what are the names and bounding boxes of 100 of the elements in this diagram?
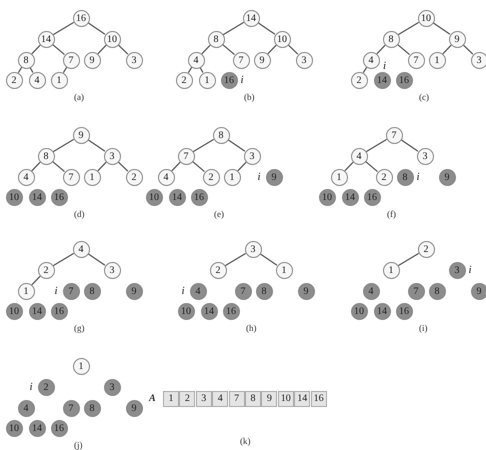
heap-node-circle: 8 xyxy=(212,126,230,144)
heap-node-circle: 7 xyxy=(62,168,80,186)
heap-node-circle: 2 xyxy=(418,240,434,258)
sorted-node-circle: 3 xyxy=(448,262,466,278)
heap-node-circle: 8 xyxy=(18,52,34,68)
index-marker: i xyxy=(30,381,33,393)
sorted-node-circle: 4 xyxy=(18,400,34,416)
tree-edge xyxy=(237,162,247,172)
sorted-node-circle: 10 xyxy=(6,420,22,436)
sorted-node-circle: 9 xyxy=(438,168,456,186)
sorted-node-circle: 14 xyxy=(28,420,46,436)
heap-node-circle: 2 xyxy=(202,168,220,186)
heap-node-circle: 10 xyxy=(104,30,120,48)
tree-edge xyxy=(398,22,420,36)
heap-node-circle: 3 xyxy=(470,52,486,68)
array-cell: 9 xyxy=(261,391,278,407)
heap-node-circle: 1 xyxy=(198,72,216,88)
heap-node-circle: 3 xyxy=(416,148,434,164)
tree-edge xyxy=(52,22,74,36)
tree-edge xyxy=(31,44,41,54)
sorted-node-circle: 4 xyxy=(190,282,206,300)
sorted-node-circle: 9 xyxy=(470,282,486,300)
sorted-node-circle: 16 xyxy=(222,302,240,320)
panel-label: (g) xyxy=(74,323,84,334)
array-cell: 1 xyxy=(163,391,179,407)
heap-node-circle: 10 xyxy=(274,30,290,48)
panel-label: (e) xyxy=(214,209,224,220)
sorted-node-circle: 10 xyxy=(318,188,336,206)
tree-edge xyxy=(398,252,420,266)
tree-edge xyxy=(260,253,278,266)
index-marker: i xyxy=(240,74,244,86)
sorted-node-circle: 10 xyxy=(178,302,194,320)
sorted-node-circle: 16 xyxy=(220,72,238,88)
heap-node-circle: 2 xyxy=(350,72,368,88)
tree-edge xyxy=(258,22,276,35)
tree-edge xyxy=(52,252,74,266)
heap-node-circle: 14 xyxy=(242,10,260,26)
heap-node-circle: 9 xyxy=(72,126,90,144)
sorted-node-circle: 8 xyxy=(84,282,100,300)
array-cell: 3 xyxy=(196,391,212,407)
tree-edge xyxy=(397,44,410,55)
array-cell: 14 xyxy=(294,391,310,407)
array-name: A xyxy=(149,393,156,404)
tree-edge xyxy=(88,22,106,35)
heap-node-circle: 4 xyxy=(28,72,46,88)
sorted-node-circle: 10 xyxy=(350,302,368,320)
tree-edge xyxy=(400,139,418,152)
tree-edge xyxy=(267,44,277,54)
index-marker: i xyxy=(468,264,472,276)
panel-label: (i) xyxy=(419,323,428,334)
heap-node-circle: 4 xyxy=(188,52,204,68)
tree-edge xyxy=(222,44,235,55)
panel-label: (d) xyxy=(74,209,84,220)
heap-node-circle: 1 xyxy=(50,72,68,88)
tree-edge xyxy=(222,22,244,36)
heap-node-circle: 1 xyxy=(224,168,240,186)
heap-node-circle: 1 xyxy=(84,168,100,186)
sorted-node-circle: 9 xyxy=(126,400,142,416)
heap-node-circle: 2 xyxy=(176,72,192,88)
heap-node-circle: 4 xyxy=(18,168,34,186)
heap-node-circle: 14 xyxy=(38,30,54,48)
tree-edge xyxy=(224,252,246,266)
heap-node-circle: 10 xyxy=(418,10,434,26)
tree-edge xyxy=(201,44,211,54)
heap-node-circle: 8 xyxy=(38,148,54,164)
sorted-node-circle: 16 xyxy=(190,188,208,206)
heap-node-circle: 3 xyxy=(104,262,120,278)
sorted-node-circle: 14 xyxy=(28,302,46,320)
heap-node-circle: 3 xyxy=(244,148,260,164)
array-cell: 4 xyxy=(212,391,228,407)
heap-node-circle: 1 xyxy=(276,262,292,278)
tree-edge xyxy=(432,22,450,35)
tree-edge xyxy=(171,162,181,172)
sorted-node-circle: 14 xyxy=(374,302,390,320)
heap-node-circle: 2 xyxy=(126,168,142,186)
heap-node-circle: 7 xyxy=(386,126,402,144)
sorted-node-circle: 9 xyxy=(126,282,142,300)
heap-node-circle: 7 xyxy=(232,52,250,68)
tree-edge xyxy=(88,139,106,152)
sorted-node-circle: 8 xyxy=(256,282,272,300)
tree-edge xyxy=(97,162,107,172)
heap-node-circle: 4 xyxy=(362,52,380,68)
heap-node-circle: 2 xyxy=(376,168,392,186)
heap-node-circle: 4 xyxy=(72,240,90,258)
heap-node-circle: 4 xyxy=(158,168,174,186)
heap-node-circle: 1 xyxy=(18,282,34,300)
sorted-node-circle: 16 xyxy=(50,420,68,436)
tree-edge xyxy=(344,162,354,172)
heap-node-circle: 1 xyxy=(428,52,446,68)
heap-node-circle: 8 xyxy=(382,30,400,48)
heap-node-circle: 3 xyxy=(104,148,120,164)
panel-label: (b) xyxy=(244,92,254,103)
tree-edge xyxy=(31,276,41,286)
heap-node-circle: 3 xyxy=(296,52,312,68)
sorted-node-circle: 9 xyxy=(298,282,314,300)
sorted-node-circle: 14 xyxy=(342,188,358,206)
heap-node-circle: 1 xyxy=(382,262,400,278)
tree-edge xyxy=(365,161,378,172)
tree-edge xyxy=(118,161,128,172)
tree-edge xyxy=(31,162,41,172)
